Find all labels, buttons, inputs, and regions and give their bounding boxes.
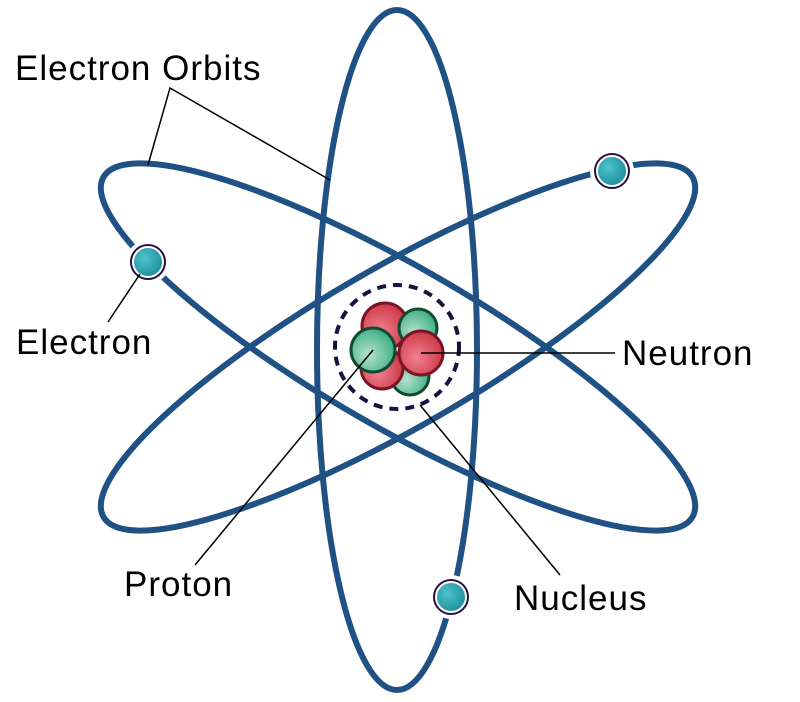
- nucleus-boundary: [333, 283, 461, 411]
- label-proton: Proton: [124, 565, 233, 604]
- orbit-tilted-up: [97, 160, 699, 534]
- label-neutron: Neutron: [622, 334, 754, 373]
- label-nucleus: Nucleus: [514, 579, 647, 618]
- orbit-vertical: [314, 7, 480, 693]
- label-electron: Electron: [16, 323, 152, 362]
- orbit-tilted-down: [97, 160, 699, 534]
- leader-lines: [107, 86, 615, 576]
- label-electron-orbits: Electron Orbits: [15, 49, 261, 88]
